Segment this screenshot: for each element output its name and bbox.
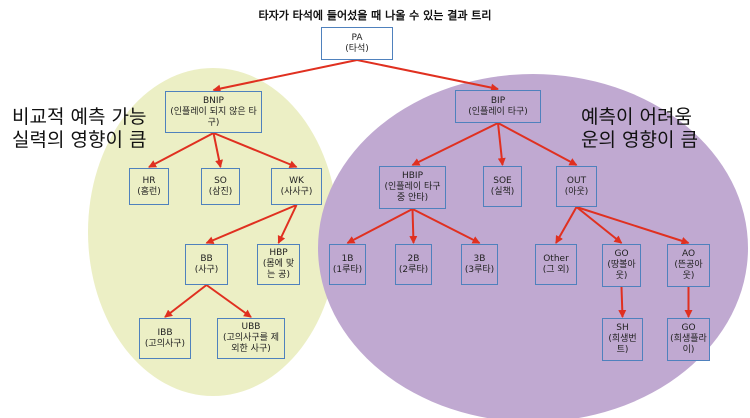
node-desc: (1루타) (332, 264, 363, 275)
luck-note-line1: 예측이 어려움 (581, 106, 692, 128)
node-hbip: HBIP(인플레이 타구 중 안타) (379, 166, 446, 209)
node-code: SO (214, 175, 227, 186)
node-go: GO(땅볼아웃) (602, 244, 641, 287)
node-3b: 3B(3루타) (461, 244, 498, 285)
arrow-bb-to-ibb (164, 284, 208, 318)
node-code: AO (681, 249, 696, 259)
node-desc: (고의사구) (144, 338, 186, 349)
node-code: 2B (407, 253, 420, 264)
node-code: HBIP (401, 171, 424, 181)
node-code: IBB (157, 327, 173, 338)
node-desc: (3루타) (464, 264, 495, 275)
node-code: OUT (566, 175, 587, 186)
luck-note-line2: 운의 영향이 큼 (581, 129, 698, 151)
arrow-wk-to-bb (205, 204, 297, 244)
node-bb: BB(사구) (185, 244, 228, 285)
node-desc: (인플레이 타구 중 안타) (384, 182, 441, 203)
arrow-out-to-ao (576, 206, 690, 245)
arrow-bip-to-hbip (411, 122, 499, 166)
node-desc: (인플레이 타구) (468, 106, 528, 117)
node-code: BNIP (203, 95, 224, 106)
skill-note-line2: 실력의 영향이 큼 (12, 129, 147, 151)
diagram-title: 타자가 타석에 들어섰을 때 나올 수 있는 결과 트리 (258, 9, 492, 22)
node-desc: (삼진) (208, 186, 233, 197)
node-ubb: UBB(고의사구를 제외한 사구) (217, 318, 285, 359)
node-desc: (고의사구를 제외한 사구) (222, 333, 280, 354)
node-bnip: BNIP(인플레이 되지 않은 타구) (165, 91, 262, 133)
arrow-wk-to-hbp (277, 204, 298, 244)
luck-note: 예측이 어려움 운의 영향이 큼 (581, 106, 698, 152)
node-so: SO(삼진) (201, 168, 240, 205)
node-bip: BIP(인플레이 타구) (455, 90, 541, 123)
node-ao: AO(뜬공아웃) (667, 244, 710, 287)
node-code: 1B (341, 253, 354, 264)
node-sh: SH(희생번트) (602, 318, 643, 361)
node-desc: (사구) (194, 264, 219, 275)
node-desc: (사사구) (280, 186, 313, 197)
node-desc: (희생번트) (608, 334, 637, 355)
node-desc: (그 외) (542, 264, 570, 275)
node-code: BB (200, 253, 213, 264)
skill-region (88, 68, 338, 396)
node-code: GO (614, 249, 629, 259)
arrow-bnip-to-hr (148, 132, 214, 168)
node-code: SH (616, 323, 629, 333)
node-hr: HR(홈런) (129, 168, 169, 205)
skill-note: 비교적 예측 가능 실력의 영향이 큼 (12, 106, 146, 152)
arrow-pa-to-bnip (212, 59, 358, 93)
node-desc: (2루타) (398, 264, 429, 275)
arrow-hbip-to-b1 (346, 208, 413, 244)
node-soe: SOE(실책) (483, 166, 522, 207)
node-code: Other (543, 253, 569, 264)
arrow-bip-to-soe (497, 122, 506, 166)
arrow-bip-to-out (497, 122, 578, 166)
arrow-pa-to-bip (356, 59, 499, 92)
node-desc: (인플레이 되지 않은 타구) (170, 106, 257, 128)
node-code: HR (142, 175, 156, 186)
node-desc: (타석) (345, 43, 369, 54)
arrow-bb-to-ubb (205, 284, 252, 318)
node-desc: (몸에 맞는 공) (262, 259, 295, 280)
node-wk: WK(사사구) (271, 168, 322, 205)
node-code: 3B (473, 253, 486, 264)
arrow-bnip-to-wk (213, 132, 298, 169)
node-code: SOE (493, 175, 512, 186)
arrow-out-to-go (575, 206, 623, 244)
node-other: Other(그 외) (535, 244, 577, 285)
node-code: BIP (490, 95, 506, 106)
node-pa: PA(타석) (321, 27, 393, 60)
node-out: OUT(아웃) (556, 166, 597, 207)
arrow-hbip-to-b3 (412, 208, 481, 244)
node-2b: 2B(2루타) (395, 244, 432, 285)
node-code: PA (351, 32, 363, 43)
node-go-sac: GO(희생플라이) (667, 318, 710, 361)
arrow-bnip-to-so (212, 132, 224, 168)
arrow-go-to-sh (618, 286, 627, 318)
arrow-hbip-to-b2 (409, 208, 418, 244)
node-desc: (홈런) (137, 186, 161, 197)
node-hbp: HBP(몸에 맞는 공) (257, 244, 300, 285)
node-desc: (뜬공아웃) (674, 260, 703, 281)
skill-note-line1: 비교적 예측 가능 (12, 106, 147, 128)
node-code: GO (681, 323, 696, 333)
arrow-out-to-other (555, 206, 578, 244)
node-code: HBP (269, 248, 288, 258)
node-desc: (희생플라이) (670, 334, 707, 355)
node-desc: (아웃) (564, 186, 589, 197)
node-code: WK (289, 175, 304, 186)
node-ibb: IBB(고의사구) (139, 318, 191, 359)
node-1b: 1B(1루타) (329, 244, 366, 285)
node-code: UBB (241, 322, 261, 332)
node-desc: (땅볼아웃) (607, 260, 636, 281)
node-desc: (실책) (490, 186, 515, 197)
